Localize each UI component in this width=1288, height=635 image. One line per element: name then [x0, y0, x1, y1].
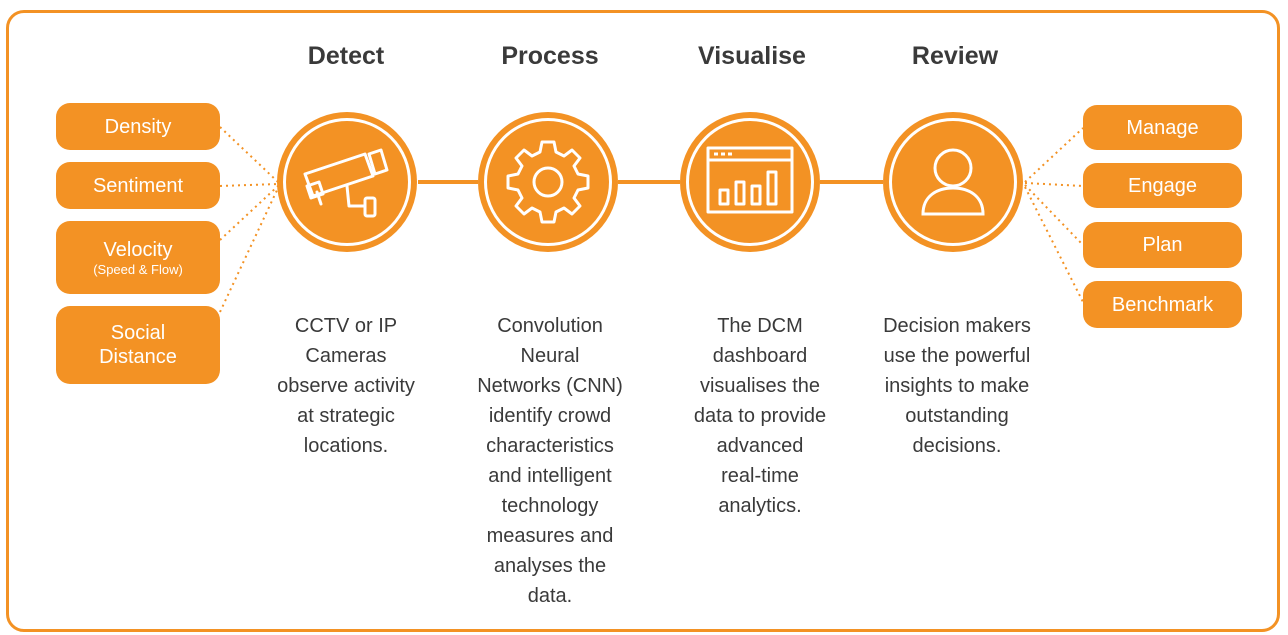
stage-title-detect: Detect — [307, 42, 385, 70]
stage-title-review: Review — [911, 42, 999, 70]
detect-description: CCTV or IP Cameras observe activity at s… — [277, 315, 415, 457]
dashboard-chart-icon — [706, 146, 794, 214]
input-pill-density: Density — [56, 103, 220, 150]
process-description: Convolution Neural Networks (CNN) identi… — [477, 315, 623, 607]
dotted-velocity — [219, 185, 279, 241]
review-stage-circle — [883, 112, 1023, 252]
dotted-engage — [1024, 182, 1084, 187]
output-pill-plan: Plan — [1083, 222, 1242, 268]
dotted-benchmark — [1024, 186, 1084, 303]
output-pill-benchmark: Benchmark — [1083, 281, 1242, 328]
visualise-description: The DCM dashboard visualises the data to… — [693, 315, 827, 517]
input-pill-velocity: Velocity (Speed & Flow) — [56, 221, 220, 294]
dotted-manage — [1024, 127, 1084, 183]
process-stage-circle — [478, 112, 618, 252]
user-icon — [921, 148, 985, 216]
input-pill-social-distance: Social Distance — [56, 306, 220, 384]
stage-title-visualise: Visualise — [698, 42, 806, 70]
input-pill-sentiment: Sentiment — [56, 162, 220, 209]
diagram-frame — [6, 10, 1280, 632]
dotted-social-distance — [219, 187, 279, 313]
review-description: Decision makers use the powerful insight… — [883, 315, 1031, 457]
detect-stage-circle — [277, 112, 417, 252]
stage-title-process: Process — [501, 42, 599, 70]
dotted-sentiment — [219, 183, 279, 187]
output-pill-manage: Manage — [1083, 105, 1242, 150]
visualise-stage-circle — [680, 112, 820, 252]
dotted-density — [219, 126, 279, 183]
gear-icon — [506, 140, 590, 224]
output-pill-engage: Engage — [1083, 163, 1242, 208]
cctv-camera-icon — [303, 148, 389, 218]
dotted-plan — [1024, 184, 1084, 246]
